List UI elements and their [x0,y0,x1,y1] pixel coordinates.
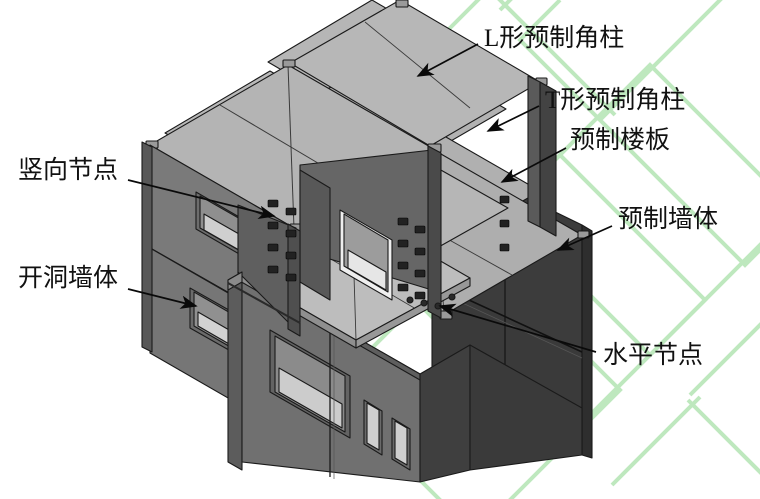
label-horizontal-joint: 水平节点 [603,342,704,369]
front-right-dark-wall [419,344,583,483]
terrace-edge-beam [227,271,301,324]
precast-corner-columns [141,75,557,353]
leader-vertical-joint [127,179,276,219]
label-t-shaped-precast-corner-column: T形预制角柱 [545,87,686,114]
label-wall-with-opening: 开洞墙体 [18,265,119,292]
leader-t-shaped-corner-column [486,105,540,132]
leader-precast-floor-slab [500,147,567,183]
label-vertical-joint: 竖向节点 [18,157,119,184]
leader-precast-wall-panel [556,225,613,251]
vertical-joint-connectors [267,195,510,300]
label-precast-wall-panel: 预制墙体 [618,206,719,233]
leader-l-shaped-corner-column [416,43,479,77]
horizontal-joint-studs [406,293,456,310]
leader-wall-with-opening [127,288,198,309]
leader-horizontal-joint [438,303,597,353]
t-shaped-corner-column [427,145,442,319]
label-precast-floor-slab: 预制楼板 [570,127,671,154]
label-l-shaped-precast-corner-column: L形预制角柱 [484,25,625,52]
